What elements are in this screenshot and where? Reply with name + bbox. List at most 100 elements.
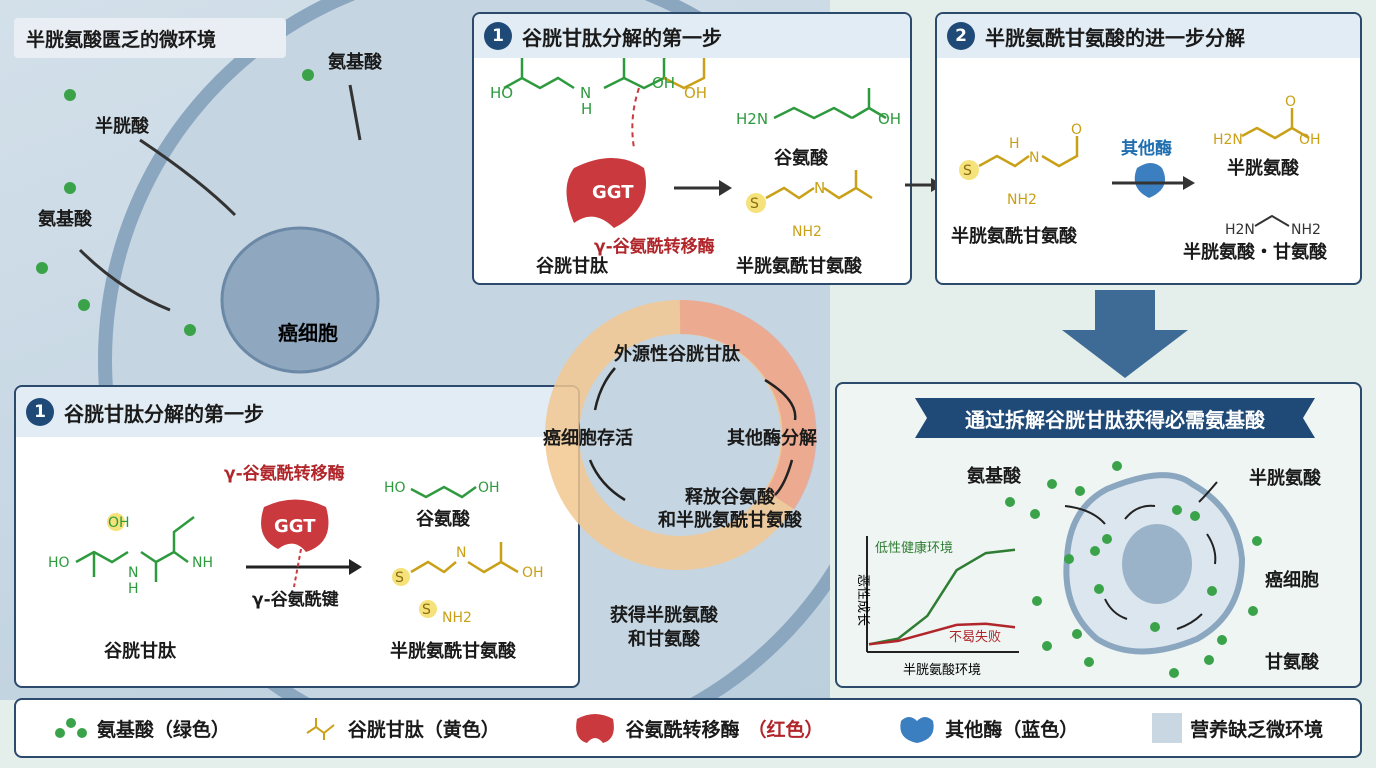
panel-step2: 2 半胱氨酰甘氨酸的进一步分解 S H N O NH2 其他酶 H2N OH O … (935, 12, 1362, 285)
amino-acid-dots (36, 69, 314, 336)
glutamate-label: 谷氨酸 (774, 148, 828, 169)
legend-item-ggt: 谷氨酰转移酶（红色） (573, 711, 824, 745)
glutamate-label: 谷氨酸 (416, 509, 470, 530)
cancer-cell-label: 癌细胞 (1265, 570, 1319, 591)
ggt-enzyme-icon (576, 714, 615, 743)
step-number: 1 (484, 22, 512, 50)
inflow-arrows (78, 84, 362, 312)
cycle-exogenous-gsh: 外源性谷胱甘肽 (614, 344, 740, 365)
y-axis-label: 恶性成长 (855, 574, 870, 626)
cysgly-label: 半胱氨酰甘氨酸 (736, 256, 862, 277)
legend-item-amino-acid: 氨基酸（绿色） (53, 715, 230, 742)
amino-acid-dots-icon (54, 718, 87, 738)
svg-text:OH: OH (652, 74, 675, 92)
down-arrow-icon (1062, 290, 1188, 378)
panel-step1-top: 1 谷胱甘肽分解的第一步 HO N H OH OH GGT H2N OH S N … (472, 12, 912, 285)
cysteine-product-label: 半胱氨酸 (1227, 158, 1299, 179)
svg-text:O: O (1285, 94, 1296, 110)
svg-text:NH: NH (192, 555, 213, 571)
amino-acid-label: 氨基酸 (328, 52, 382, 73)
cycle-other-enzymes: 其他酶分解 (727, 428, 817, 449)
svg-text:H2N: H2N (736, 110, 768, 128)
other-enzyme-icon (1134, 163, 1166, 198)
legend: 氨基酸（绿色） 谷胱甘肽（黄色） 谷氨酰转移酶（红色） 其他酶（蓝色） 营养缺乏… (14, 698, 1362, 758)
svg-text:GGT: GGT (592, 182, 634, 203)
legend-healthy: 低性健康环境 (875, 540, 953, 556)
series-healthy-line (868, 548, 1016, 646)
cycle-result: 获得半胱氨酸 和甘氨酸 (610, 605, 718, 651)
step-number: 2 (947, 22, 975, 50)
svg-text:OH: OH (522, 565, 544, 581)
cycle-release: 释放谷氨酸 和半胱氨酰甘氨酸 (658, 487, 802, 532)
cycle-diagram (545, 300, 817, 570)
svg-text:S: S (422, 602, 431, 618)
series-fail-line (868, 622, 1016, 646)
svg-text:NH2: NH2 (442, 610, 472, 626)
cysgly-label: 半胱氨酰甘氨酸 (951, 226, 1077, 247)
panel-title: 谷胱甘肽分解的第一步 (64, 401, 264, 426)
other-enzyme-icon (900, 717, 934, 743)
svg-text:N: N (128, 565, 138, 581)
glutathione-label: 谷胱甘肽 (104, 641, 176, 662)
cysgly-breakdown: S H N O NH2 其他酶 H2N OH O H2N NH2 (959, 94, 1321, 238)
env-title: 半胱氨酸匮乏的微环境 (14, 18, 286, 58)
glutathione-reaction: HO N H OH OH GGT H2N OH S N NH2 (490, 58, 901, 240)
svg-text:S: S (963, 163, 972, 179)
panel-summary: 通过拆解谷胱甘肽获得必需氨基酸 低性健康环境 不曷失败 半胱氨酸环境 恶性成长 … (835, 382, 1362, 688)
svg-text:OH: OH (684, 84, 707, 102)
panel-title: 谷胱甘肽分解的第一步 (522, 25, 722, 50)
svg-text:OH: OH (1299, 132, 1321, 148)
amino-acid-label: 氨基酸 (38, 209, 92, 230)
svg-text:H2N: H2N (1213, 132, 1243, 148)
svg-text:HO: HO (384, 480, 406, 496)
glycine-label: 甘氨酸 (1265, 652, 1319, 673)
svg-text:H: H (128, 581, 139, 597)
ggt-enzyme-icon (261, 499, 329, 552)
ggt-name-label: γ-谷氨酰转移酶 (594, 237, 715, 257)
legend-fail: 不曷失败 (949, 630, 1001, 645)
svg-text:N: N (580, 84, 591, 102)
svg-text:HO: HO (48, 555, 70, 571)
ggt-name-label: γ-谷氨酰转移酶 (224, 464, 345, 484)
cys-gly-product-label: 半胱氨酸・甘氨酸 (1183, 242, 1327, 263)
x-axis-label: 半胱氨酸环境 (903, 663, 981, 678)
cancer-cell-label: 癌细胞 (278, 321, 338, 345)
cycle-survival: 癌细胞存活 (543, 428, 633, 449)
svg-text:GGT: GGT (274, 516, 316, 537)
svg-text:OH: OH (108, 515, 130, 531)
svg-text:N: N (814, 179, 825, 197)
cancer-cell-nucleus (220, 226, 380, 374)
svg-text:NH2: NH2 (1291, 222, 1321, 238)
legend-item-glutathione: 谷胱甘肽（黄色） (304, 715, 500, 742)
amino-acid-label: 氨基酸 (967, 466, 1021, 487)
glutathione-label: 谷胱甘肽 (536, 256, 608, 277)
ggt-enzyme-icon (566, 158, 646, 228)
svg-text:H: H (1009, 136, 1020, 152)
svg-text:HO: HO (490, 84, 513, 102)
legend-item-other-enzyme: 其他酶（蓝色） (897, 711, 1078, 745)
panel-title: 半胱氨酰甘氨酸的进一步分解 (985, 25, 1245, 50)
gamma-glutamyl-bond-label: γ-谷氨酰键 (252, 590, 339, 610)
svg-text:S: S (750, 196, 759, 212)
step-number: 1 (26, 398, 54, 426)
glutathione-bond-cleavage: OH HO N H NH GGT HO OH S N OH S NH2 (48, 480, 544, 626)
svg-text:OH: OH (878, 110, 901, 128)
svg-text:S: S (395, 570, 404, 586)
legend-item-microenvironment: 营养缺乏微环境 (1152, 713, 1323, 743)
other-enzyme-label: 其他酶 (1121, 138, 1172, 159)
svg-text:NH2: NH2 (1007, 192, 1037, 208)
glutathione-molecule-icon (306, 718, 335, 740)
svg-text:OH: OH (478, 480, 500, 496)
svg-text:H2N: H2N (1225, 222, 1255, 238)
cysteine-label: 半胱氨酸 (1249, 468, 1321, 489)
cysgly-label: 半胱氨酰甘氨酸 (390, 641, 516, 662)
svg-text:N: N (1029, 150, 1039, 166)
svg-text:N: N (456, 545, 466, 561)
cysteine-label: 半胱酸 (95, 116, 149, 137)
svg-text:O: O (1071, 122, 1082, 138)
svg-text:H: H (581, 100, 592, 118)
microenvironment-swatch-icon (1152, 713, 1183, 743)
cancer-cell-uptake: 低性健康环境 不曷失败 半胱氨酸环境 恶性成长 (855, 461, 1262, 678)
panel-step1-bottom: 1 谷胱甘肽分解的第一步 OH HO N H NH GGT HO OH S N O… (14, 385, 580, 688)
svg-text:NH2: NH2 (792, 224, 822, 240)
